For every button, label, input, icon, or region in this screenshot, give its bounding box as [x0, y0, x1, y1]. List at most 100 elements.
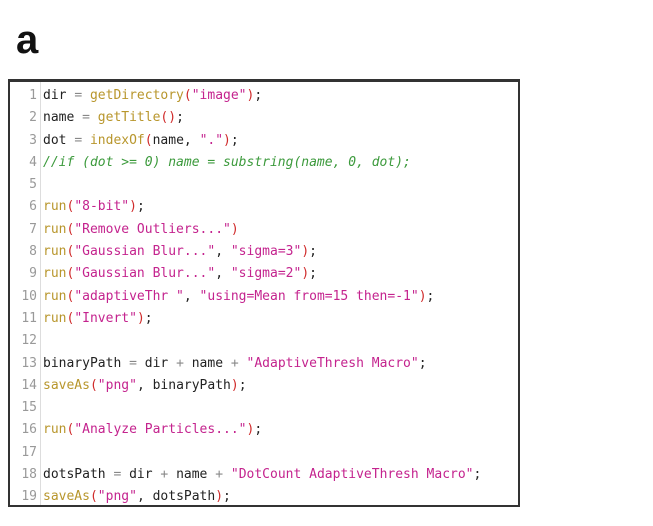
code-token: name [43, 110, 83, 126]
code-token: ; [473, 467, 482, 483]
code-token: ; [426, 288, 435, 304]
line-text: run("adaptiveThr ", "using=Mean from=15 … [43, 289, 434, 304]
code-token: ; [254, 88, 263, 103]
code-line[interactable]: 1 dir = getDirectory("image"); [10, 88, 518, 110]
code-token: ( [66, 288, 75, 304]
code-token: ) [301, 244, 310, 260]
code-token: name [191, 355, 231, 371]
code-token: "Analyze Particles..." [74, 422, 247, 438]
code-token: ) [223, 132, 231, 148]
code-token: + [230, 355, 247, 371]
line-number: 18 [21, 467, 37, 483]
code-token: getDirectory [89, 88, 184, 103]
code-token: run [43, 244, 67, 260]
code-token: , binaryPath [136, 377, 231, 393]
code-line[interactable]: 8 run("Gaussian Blur...", "sigma=3"); [10, 244, 518, 266]
code-token: ( [66, 199, 75, 215]
line-text: dotsPath = dir + name + "DotCount Adapti… [43, 467, 481, 482]
code-token: run [43, 422, 67, 438]
code-token: "Remove Outliers..." [74, 221, 231, 237]
code-token: "sigma=3" [230, 244, 302, 260]
code-token: ; [176, 110, 184, 126]
code-token: dotsPath [43, 467, 114, 483]
line-number: 17 [21, 444, 37, 460]
code-token: indexOf [89, 132, 145, 148]
code-token: "image" [191, 88, 247, 103]
line-number: 11 [21, 310, 37, 326]
code-token: , [215, 244, 231, 260]
code-token: ) [129, 199, 137, 215]
line-number: 15 [21, 400, 37, 416]
code-token: "8-bit" [74, 199, 130, 215]
code-token: getTitle [97, 110, 161, 126]
code-line[interactable]: 4//if (dot >= 0) name = substring(name, … [10, 155, 518, 177]
code-token: ( [66, 221, 75, 237]
code-token: ( [144, 132, 153, 148]
code-token: ; [309, 266, 317, 282]
code-token: ( [66, 244, 75, 260]
line-text: dir = getDirectory("image"); [43, 88, 262, 103]
line-text: run("8-bit"); [43, 199, 145, 214]
code-token: ; [309, 244, 317, 260]
line-number: 3 [29, 132, 37, 148]
code-token: ) [246, 422, 255, 438]
code-token: //if (dot >= 0) name = substring(name, 0… [43, 154, 411, 170]
code-line[interactable]: 11 run("Invert"); [10, 311, 518, 333]
code-line[interactable]: 12 [10, 333, 518, 355]
line-text: run("Gaussian Blur...", "sigma=3"); [43, 244, 317, 259]
code-token: saveAs [43, 377, 90, 393]
code-token: ) [301, 266, 310, 282]
panel-label: a [16, 18, 39, 62]
code-line[interactable]: 3 dot = indexOf(name, "."); [10, 133, 518, 155]
code-token: ) [418, 288, 427, 304]
code-token: ; [418, 355, 427, 371]
code-token: ; [223, 489, 231, 505]
line-number: 14 [21, 377, 37, 393]
code-token: "adaptiveThr " [74, 288, 184, 304]
code-token: dir [144, 355, 177, 371]
line-text: run("Gaussian Blur...", "sigma=2"); [43, 266, 317, 281]
code-line[interactable]: 17 [10, 445, 518, 467]
code-token: + [215, 467, 231, 483]
code-token: dir [43, 88, 75, 103]
code-token: = [74, 88, 90, 103]
code-token: ( [66, 266, 75, 282]
code-token: "png" [97, 489, 137, 505]
line-text: run("Invert"); [43, 311, 153, 326]
line-text: dot = indexOf(name, "."); [43, 133, 239, 148]
code-line[interactable]: 5 [10, 177, 518, 199]
code-token: ( [183, 88, 192, 103]
code-token: , dotsPath [136, 489, 216, 505]
code-token: ( [66, 310, 75, 326]
line-number: 12 [21, 333, 37, 349]
code-token: "AdaptiveThresh Macro" [246, 355, 419, 371]
code-token: "DotCount AdaptiveThresh Macro" [230, 467, 474, 483]
code-token: ; [136, 199, 145, 215]
code-token: () [160, 110, 177, 126]
line-text: //if (dot >= 0) name = substring(name, 0… [43, 155, 411, 170]
code-token: name [176, 467, 216, 483]
line-text: saveAs("png", dotsPath); [43, 489, 231, 504]
code-token: ( [89, 489, 98, 505]
code-token: = [113, 467, 130, 483]
line-number: 1 [29, 88, 37, 103]
code-line[interactable]: 18 dotsPath = dir + name + "DotCount Adap… [10, 467, 518, 489]
gutter-divider [40, 82, 41, 505]
code-token: ; [238, 377, 247, 393]
line-number: 13 [21, 355, 37, 371]
line-number: 8 [29, 244, 37, 260]
code-token: ( [66, 422, 75, 438]
code-token: "." [199, 132, 224, 148]
code-line[interactable]: 15 [10, 400, 518, 422]
